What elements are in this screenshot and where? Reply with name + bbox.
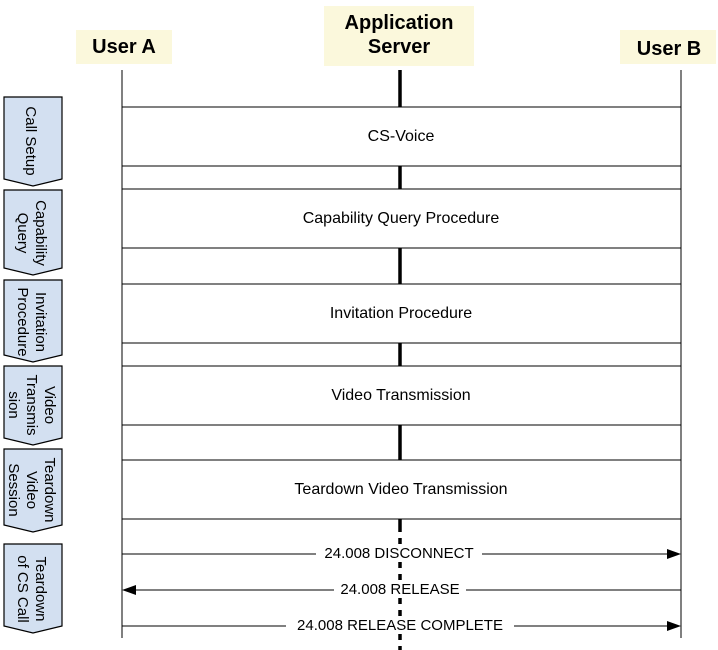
message-release: 24.008 RELEASE xyxy=(122,580,681,598)
phase-label: of CS Call xyxy=(14,555,31,623)
phase-label: Capability xyxy=(32,200,49,266)
application-server-label-line2: Server xyxy=(368,36,430,58)
message-disconnect: 24.008 DISCONNECT xyxy=(122,544,681,562)
user-a-header-bg xyxy=(76,30,172,64)
phase-label: Transmis xyxy=(23,374,40,435)
procedure-box-video-transmission: Video Transmission xyxy=(121,365,682,426)
arrow-left-icon xyxy=(122,585,136,595)
procedure-label: Capability Query Procedure xyxy=(303,210,500,227)
procedure-label: Teardown Video Transmission xyxy=(294,481,507,498)
phase-tab-teardown-cs-call: Teardown of CS Call xyxy=(3,543,63,634)
phase-label: Invitation xyxy=(32,292,49,352)
phase-tab-call-setup: Call Setup xyxy=(3,96,63,187)
application-server-label-line1: Application xyxy=(345,12,454,34)
procedure-box-cs-voice: CS-Voice xyxy=(121,106,682,167)
phase-label: sion xyxy=(5,391,22,419)
message-label: 24.008 RELEASE xyxy=(340,581,459,598)
phase-label: Session xyxy=(5,463,22,516)
phase-label: Call Setup xyxy=(22,106,39,175)
user-b-label: User B xyxy=(637,38,701,60)
message-label: 24.008 RELEASE COMPLETE xyxy=(297,617,503,634)
user-b-header-bg xyxy=(620,30,716,64)
phase-label: Query xyxy=(14,213,31,254)
application-server-header-bg xyxy=(324,6,474,66)
procedure-label: CS-Voice xyxy=(368,128,435,145)
phase-label: Teardown xyxy=(32,556,49,621)
phase-label: Procedure xyxy=(14,287,31,356)
arrow-right-icon xyxy=(667,549,681,559)
phase-tab-invitation-procedure: Invitation Procedure xyxy=(3,279,63,363)
procedure-label: Video Transmission xyxy=(331,387,470,404)
procedure-box-teardown-video: Teardown Video Transmission xyxy=(121,459,682,520)
arrow-right-icon xyxy=(667,621,681,631)
phase-tab-capability-query: Capability Query xyxy=(3,189,63,276)
phase-label: Video xyxy=(23,471,40,509)
message-label: 24.008 DISCONNECT xyxy=(324,545,473,562)
phase-tab-video-transmission: Video Transmis sion xyxy=(3,365,63,446)
phase-label: Teardown xyxy=(41,457,58,522)
phase-tab-teardown-video-session: Teardown Video Session xyxy=(3,448,63,533)
user-a-label: User A xyxy=(92,36,156,58)
procedure-box-invitation: Invitation Procedure xyxy=(121,283,682,344)
procedure-box-capability-query: Capability Query Procedure xyxy=(121,188,682,249)
phase-label: Video xyxy=(41,386,58,424)
message-release-complete: 24.008 RELEASE COMPLETE xyxy=(122,616,681,634)
procedure-label: Invitation Procedure xyxy=(330,305,472,322)
